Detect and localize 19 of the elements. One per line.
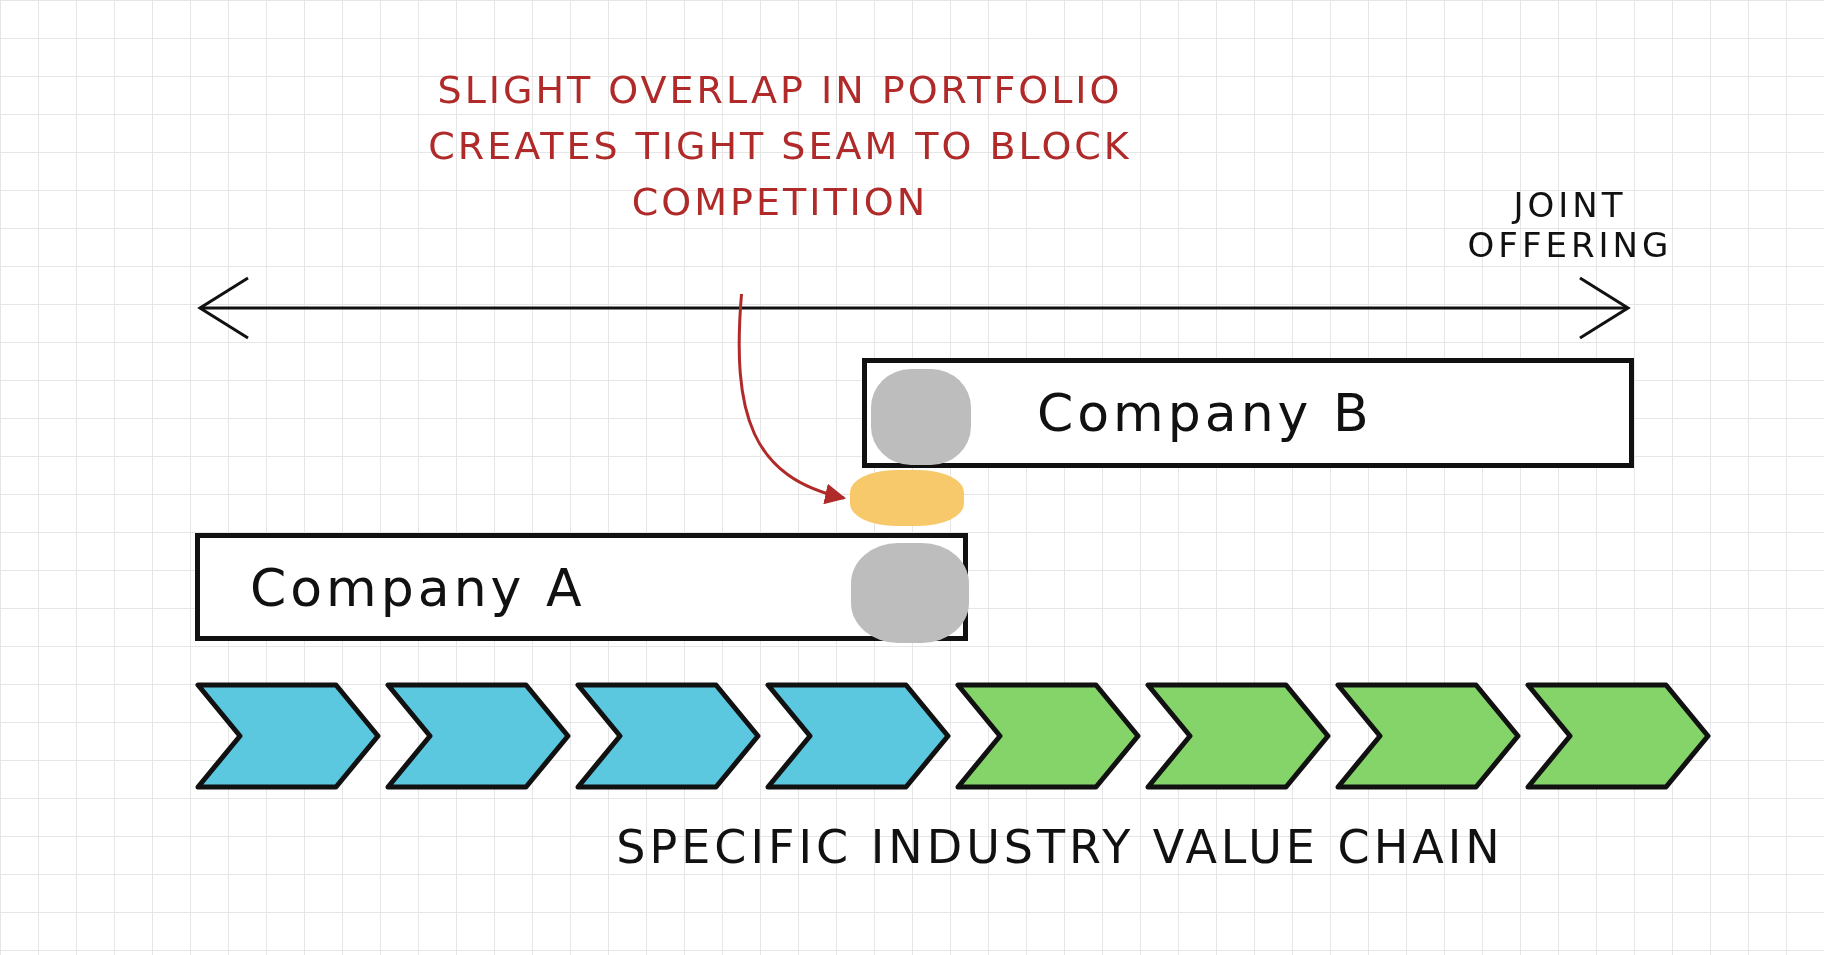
value-chain-stage — [195, 682, 381, 790]
company-bar — [862, 358, 1634, 468]
overlap-blob — [850, 470, 964, 526]
value-chain-stage — [765, 682, 951, 790]
value-chain-stage — [385, 682, 571, 790]
company-name: Company B — [1037, 383, 1373, 443]
leader-arrow — [737, 293, 847, 504]
offering-label: JOINT OFFERING — [1466, 185, 1674, 265]
annotation-note: SLIGHT OVERLAP IN PORTFOLIO CREATES TIGHT SEAM TO BLOCK COMPETITION — [395, 62, 1165, 288]
value-chain-stage — [1335, 682, 1521, 790]
shaded-blob — [871, 369, 971, 465]
company-bar — [195, 533, 968, 641]
value-chain-stage — [1525, 682, 1711, 790]
value-chain-stage — [575, 682, 761, 790]
company-name: Company A — [250, 558, 586, 618]
value-chain-stage — [955, 682, 1141, 790]
value-chain-stage — [1145, 682, 1331, 790]
value-chain-label: SPECIFIC INDUSTRY VALUE CHAIN — [615, 820, 1505, 874]
shaded-blob — [851, 543, 969, 643]
